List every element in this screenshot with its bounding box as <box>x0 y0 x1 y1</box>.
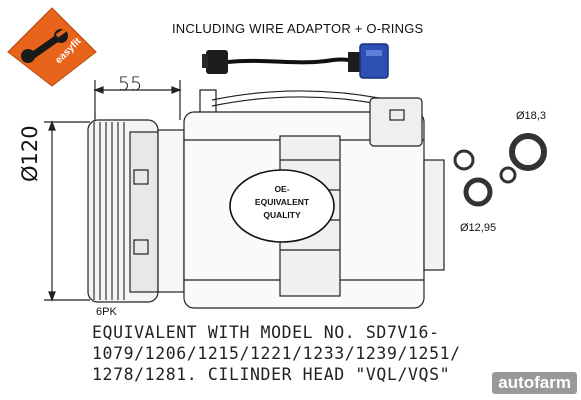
o-ring-large-label: Ø18,3 <box>516 110 546 122</box>
pulley-label: 6PK <box>96 306 117 318</box>
dimension-width: 55 <box>118 73 143 95</box>
o-rings-image <box>453 133 547 207</box>
model-line-1: EQUIVALENT WITH MODEL NO. SD7V16- <box>92 323 440 342</box>
model-line-2: 1079/1206/1215/1221/1233/1239/1251/ <box>92 344 461 363</box>
watermark: autofarm <box>492 372 577 394</box>
model-line-3: 1278/1281. CILINDER HEAD "VQL/VQS" <box>92 365 451 384</box>
wire-adaptor-caption: INCLUDING WIRE ADAPTOR + O-RINGS <box>172 21 424 36</box>
wire-adaptor-image <box>202 43 389 79</box>
dimension-diameter: Ø120 <box>18 125 42 182</box>
badge-line1: OE- <box>274 184 290 194</box>
badge-line2: EQUIVALENT <box>254 197 310 207</box>
o-ring-small-label: Ø12,95 <box>460 222 497 234</box>
model-equivalence-text: EQUIVALENT WITH MODEL NO. SD7V16- 1079/1… <box>92 322 461 385</box>
easyfit-logo: easyfit <box>7 7 97 87</box>
oe-equivalent-badge: OE- EQUIVALENT QUALITY <box>246 183 318 222</box>
compressor-drawing <box>44 80 445 309</box>
badge-line3: QUALITY <box>263 210 301 220</box>
